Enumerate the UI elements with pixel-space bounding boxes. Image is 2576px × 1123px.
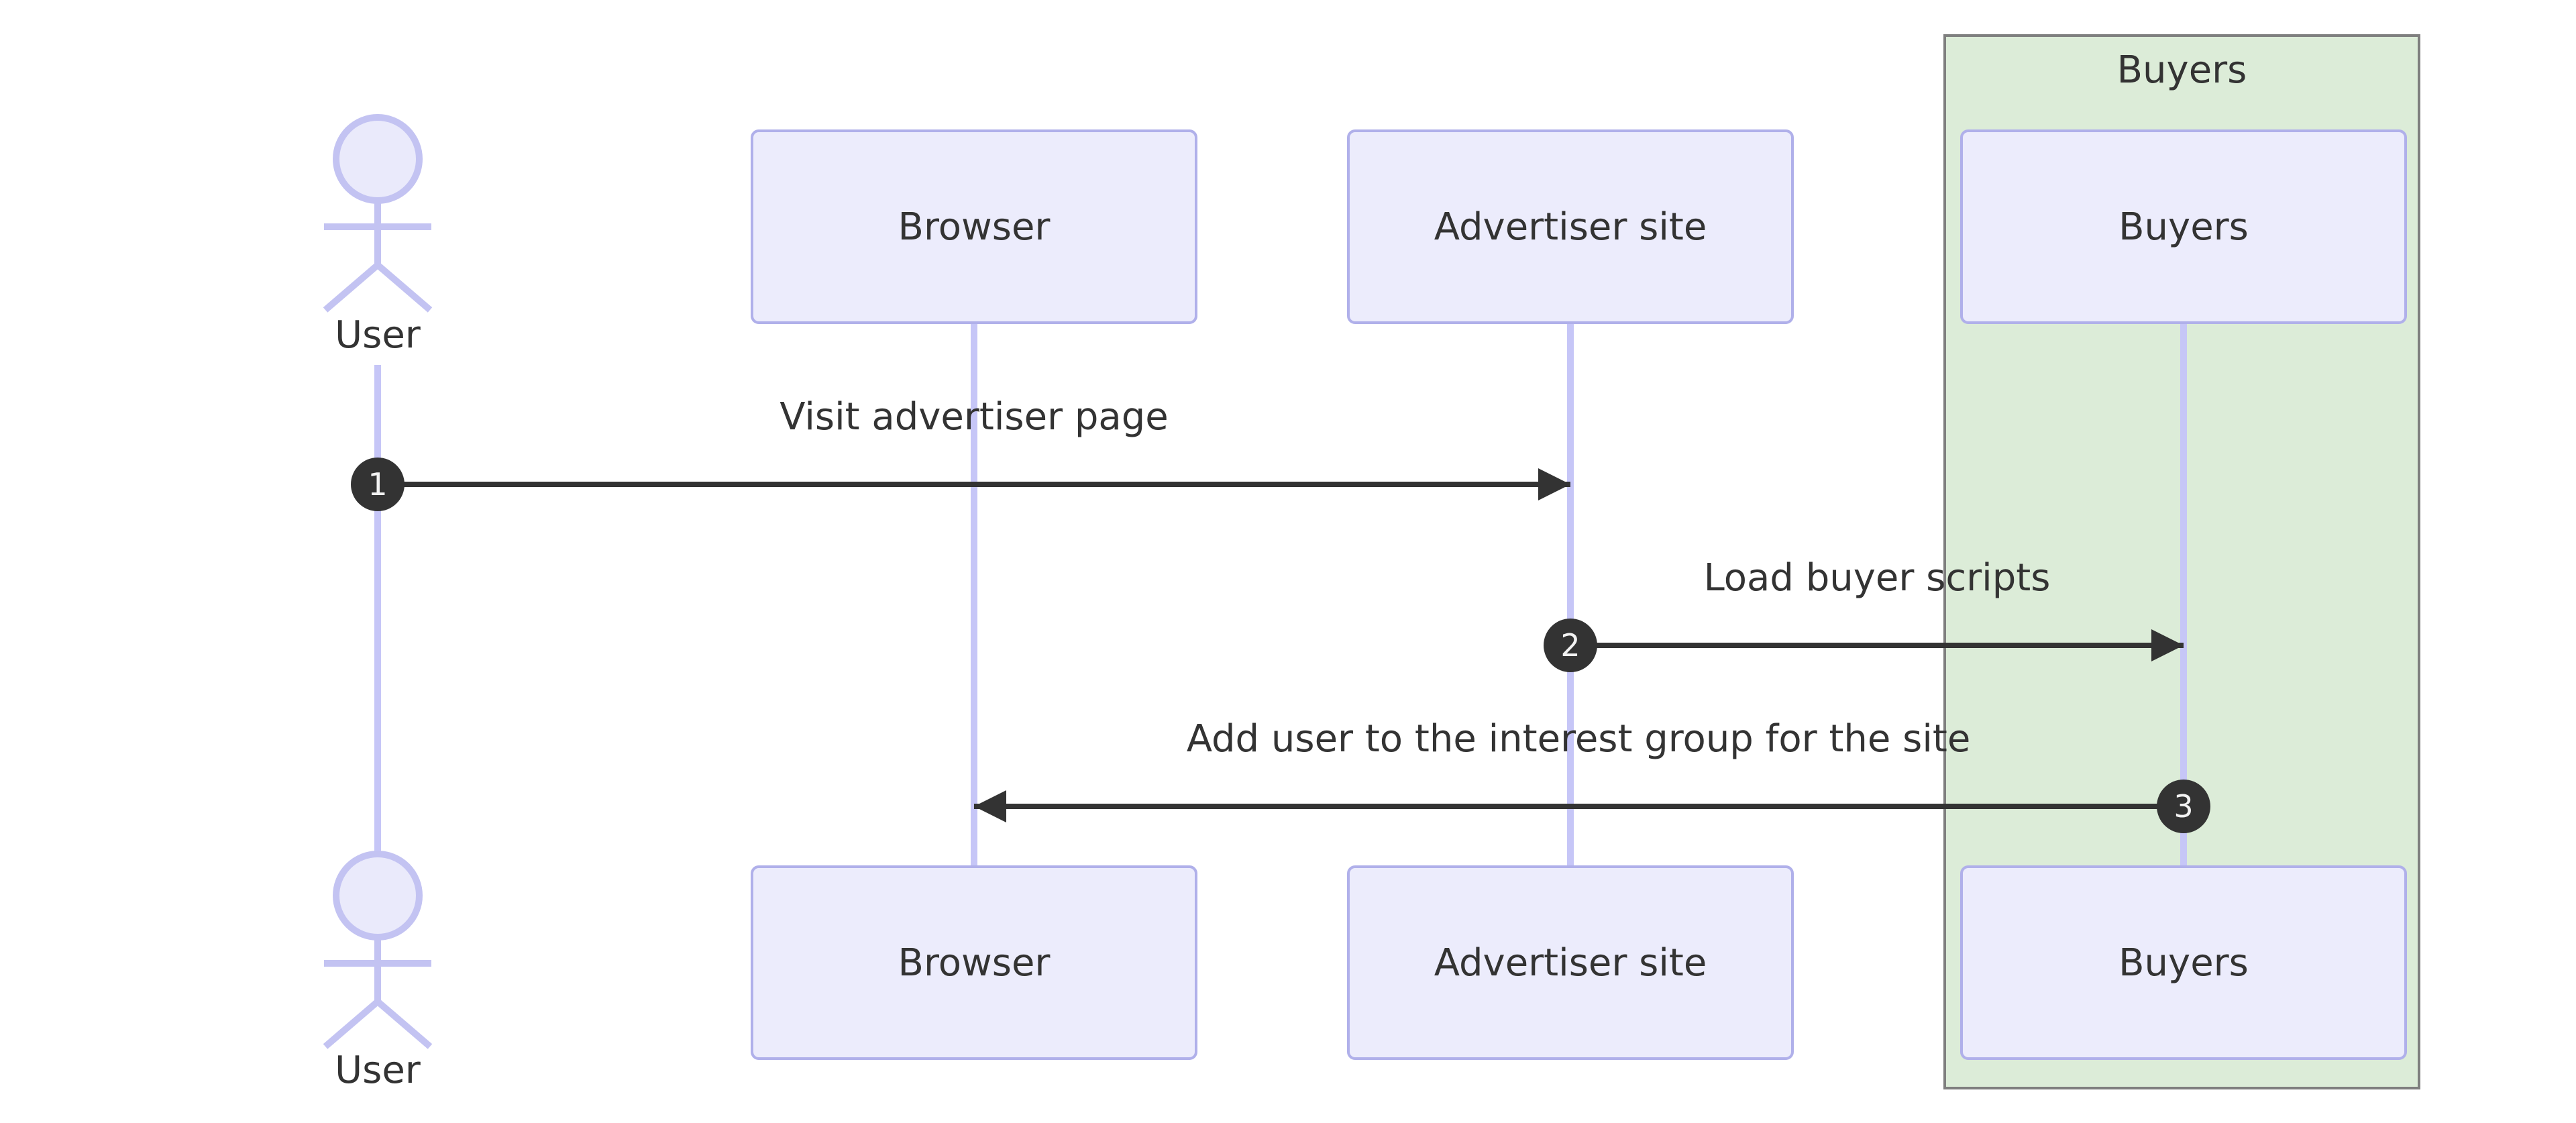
message-1-seq-badge: 1 [351,458,405,511]
participant-box-buyers-top: Buyers [1960,129,2407,324]
participant-label-buyers-top: Buyers [2118,205,2249,249]
participant-label-buyers-bottom: Buyers [2118,941,2249,985]
message-1-seq-number: 1 [368,466,388,502]
message-1-label: Visit advertiser page [780,395,1169,439]
participant-box-browser-top: Browser [751,129,1197,324]
message-2-label: Load buyer scripts [1703,556,2051,600]
message-3-seq-badge: 3 [2157,780,2210,833]
user-actor-icon-bottom [323,851,433,1049]
participant-label-browser-top: Browser [898,205,1051,249]
participant-label-advertiser-bottom: Advertiser site [1434,941,1707,985]
participant-box-advertiser-bottom: Advertiser site [1347,865,1794,1060]
lifeline-advertiser [1567,323,1574,865]
lifeline-user [374,365,381,852]
participant-box-browser-bottom: Browser [751,865,1197,1060]
message-3-arrowhead-icon [974,790,1006,822]
participant-label-browser-bottom: Browser [898,941,1051,985]
message-2-arrow-line [1570,643,2184,648]
participant-box-advertiser-top: Advertiser site [1347,129,1794,324]
message-1-arrow-line [378,482,1570,487]
message-3-label: Add user to the interest group for the s… [1186,717,1971,761]
participant-box-buyers-bottom: Buyers [1960,865,2407,1060]
message-2-seq-number: 2 [1560,627,1580,663]
lifeline-browser [971,323,977,865]
participant-label-advertiser-top: Advertiser site [1434,205,1707,249]
lifeline-buyers [2180,323,2187,865]
user-label-bottom: User [335,1049,421,1092]
user-label-top: User [335,313,421,357]
buyers-group-title: Buyers [2116,48,2247,92]
message-2-arrowhead-icon [2151,629,2184,661]
message-1-arrowhead-icon [1538,468,1570,500]
message-2-seq-badge: 2 [1544,619,1597,672]
message-3-seq-number: 3 [2174,788,2194,824]
message-3-arrow-line [974,804,2184,809]
user-actor-icon-top [323,114,433,313]
